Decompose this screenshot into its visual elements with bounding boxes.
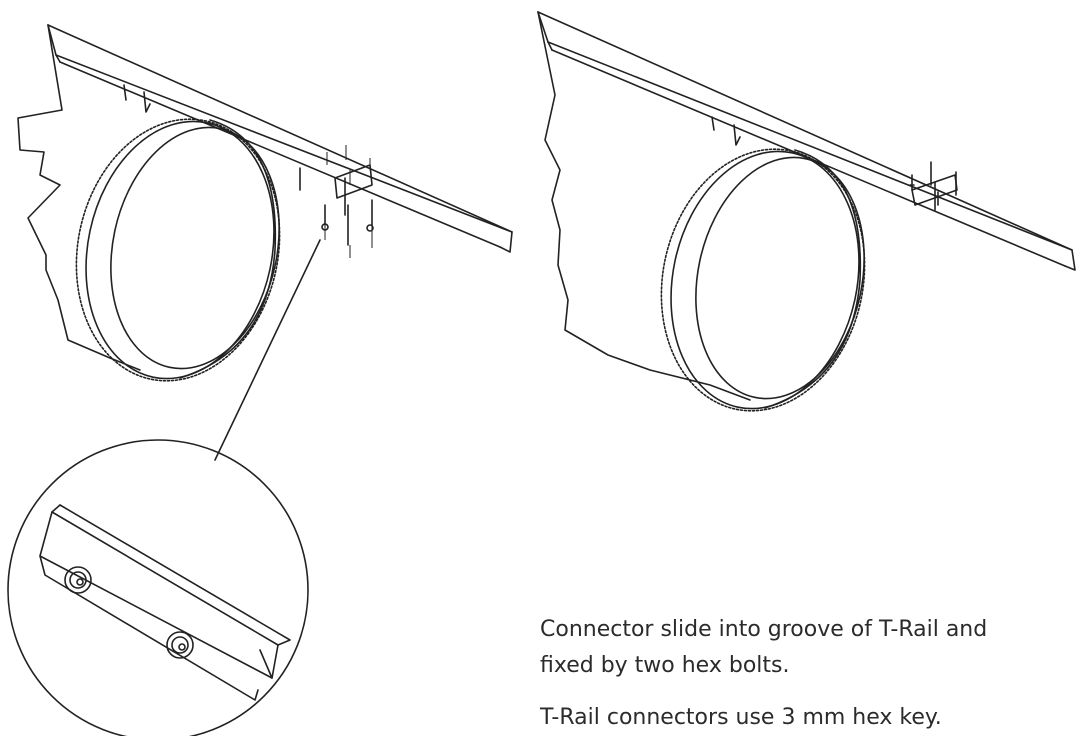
hex-bolt-1 — [64, 566, 92, 594]
right-fan-ring — [660, 148, 866, 412]
caption-line-3: T-Rail connectors use 3 mm hex key. — [540, 705, 942, 730]
right-connector-installed — [909, 161, 958, 211]
detail-circle — [7, 439, 309, 736]
connector-detail — [39, 504, 291, 701]
bolt-2 — [344, 194, 349, 246]
caption-line-1: Connector slide into groove of T-Rail an… — [540, 617, 988, 642]
connector-detail-magnifier — [7, 439, 309, 736]
installed-bolt-1 — [909, 174, 915, 191]
right-backing-panel — [537, 11, 751, 401]
caption-line-2: fixed by two hex bolts. — [540, 653, 790, 678]
left-backing-panel — [17, 24, 141, 371]
left-connector-assembly — [321, 145, 374, 258]
left-t-rail — [47, 24, 513, 253]
left-fan-ring — [75, 118, 281, 382]
hex-bolt-2 — [166, 631, 194, 659]
left-rail-clips — [123, 84, 151, 113]
right-t-rail — [537, 11, 1076, 271]
right-rail-clips — [711, 116, 741, 146]
right-assembled-view — [537, 11, 1076, 412]
detail-leader-line — [214, 239, 321, 461]
left-exploded-view — [17, 24, 513, 461]
